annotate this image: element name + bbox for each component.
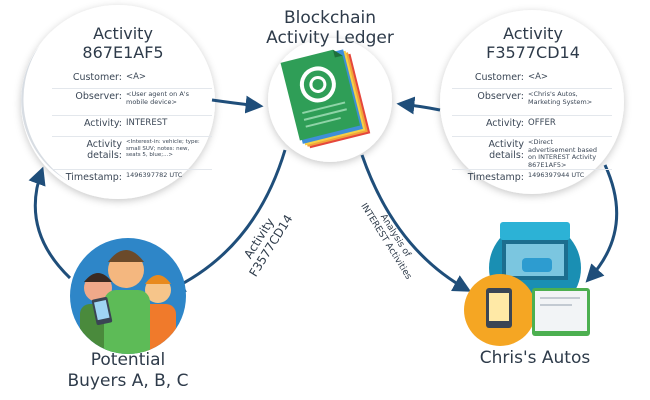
arrow-autos-to-right — [585, 164, 619, 283]
right-row-customer: Customer: <A> — [452, 72, 612, 89]
right-activity-circle — [440, 10, 624, 194]
right-activity-details: Customer: <A> Observer: <Chris's Autos, … — [452, 72, 612, 188]
right-row-observer: Observer: <Chris's Autos, Marketing Syst… — [452, 89, 612, 116]
left-row-observer: Observer: <User agent on A's mobile devi… — [52, 89, 212, 116]
arrow-ledger-to-buyers — [166, 149, 287, 293]
autos-illustration — [464, 222, 590, 346]
right-row-activity: Activity: OFFER — [452, 116, 612, 137]
ledger-document-icon — [280, 49, 371, 149]
ledger-title-line1: Blockchain — [283, 8, 376, 28]
left-row-details: Activity details: <Interest-in: vehicle;… — [52, 137, 212, 170]
autos-label: Chris's Autos — [479, 348, 591, 368]
arrow-right-to-ledger — [396, 96, 441, 115]
buyers-illustration — [70, 238, 186, 354]
buyers-label-line2: Buyers A, B, C — [67, 371, 189, 391]
left-activity-details: Customer: <A> Observer: <User agent on A… — [52, 72, 212, 188]
left-activity-circle — [21, 5, 215, 199]
right-row-details: Activity details: <Direct advertisement … — [452, 137, 612, 170]
left-activity-title-line2: 867E1AF5 — [82, 43, 164, 62]
buyers-label: Potential Buyers A, B, C — [48, 350, 208, 392]
ledger-title-line2: Activity Ledger — [266, 28, 394, 48]
right-activity-title: Activity F3577CD14 — [468, 24, 598, 62]
right-row-timestamp: Timestamp: 1496397944 UTC — [467, 171, 585, 183]
left-activity-title: Activity 867E1AF5 — [58, 24, 188, 62]
left-row-timestamp: Timestamp: 1496397782 UTC — [65, 171, 183, 183]
arrow-ledger-to-autos — [360, 154, 472, 292]
buyers-label-line1: Potential — [90, 350, 166, 370]
left-activity-title-line1: Activity — [93, 24, 153, 43]
right-activity-title-line1: Activity — [503, 24, 563, 43]
right-activity-title-line2: F3577CD14 — [486, 43, 580, 62]
left-row-activity: Activity: INTEREST — [52, 116, 212, 137]
ledger-title: Blockchain Activity Ledger — [245, 8, 415, 48]
arrow-buyers-to-left — [28, 166, 72, 280]
left-row-customer: Customer: <A> — [52, 72, 212, 89]
arrow-left-to-ledger — [211, 95, 264, 114]
